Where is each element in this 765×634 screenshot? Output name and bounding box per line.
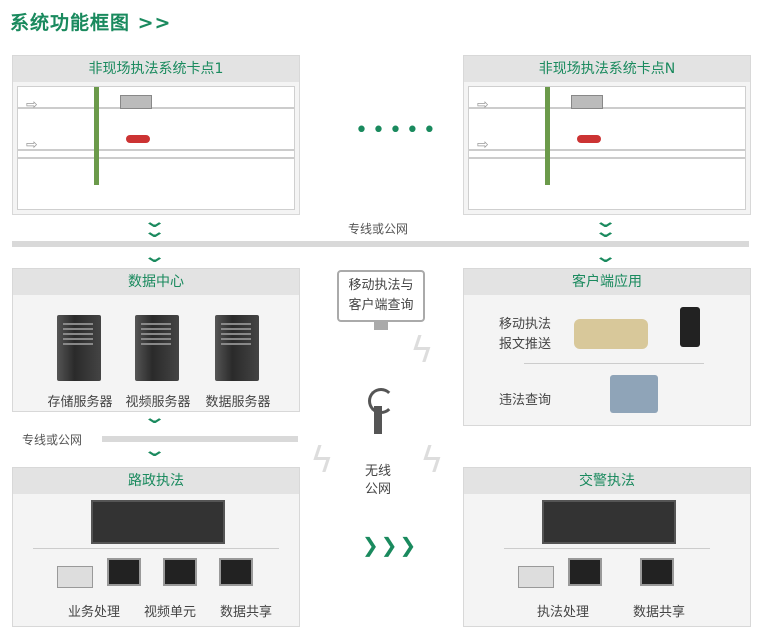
car-icon bbox=[577, 135, 601, 143]
road-line bbox=[469, 149, 745, 151]
computer-icon bbox=[568, 558, 602, 586]
road-admin-item: 视频单元 bbox=[143, 605, 196, 620]
arrow-icon: ⇨ bbox=[477, 97, 489, 113]
chevron-down-icon: ⌄ bbox=[142, 407, 167, 428]
arrow-icon: ⇨ bbox=[26, 97, 38, 113]
network-label-top: 专线或公网 bbox=[348, 222, 409, 236]
server-icon bbox=[215, 315, 259, 381]
green-divider bbox=[94, 87, 99, 185]
divider bbox=[524, 363, 704, 364]
network-label-left: 专线或公网 bbox=[22, 433, 83, 447]
computer-icon bbox=[163, 558, 197, 586]
arrow-icon: ⇨ bbox=[477, 137, 489, 153]
signal-bolt-icon: ϟ bbox=[410, 330, 434, 371]
flow-arrows: ❯❯❯ bbox=[362, 533, 419, 557]
checkpoint-n-panel: 非现场执法系统卡点N ⇨ ⇨ bbox=[463, 55, 751, 215]
server-label: 存储服务器 bbox=[47, 395, 113, 410]
wireless-line1: 无线 bbox=[364, 464, 391, 479]
operator-icon bbox=[610, 375, 658, 413]
police-car-icon bbox=[574, 319, 648, 349]
video-wall-icon bbox=[542, 500, 676, 544]
checkpoint-1-title: 非现场执法系统卡点1 bbox=[13, 56, 299, 82]
checkpoint-n-title: 非现场执法系统卡点N bbox=[464, 56, 750, 82]
wireless-line2: 公网 bbox=[364, 482, 391, 497]
truck-icon bbox=[571, 95, 603, 109]
signal-bolt-icon: ϟ bbox=[420, 440, 444, 481]
road-diagram: ⇨ ⇨ bbox=[468, 86, 746, 210]
traffic-police-item: 数据共享 bbox=[632, 605, 685, 620]
client-app-panel: 客户端应用 移动执法 报文推送 违法查询 bbox=[463, 268, 751, 426]
more-checkpoints-dots: ••••• bbox=[355, 118, 440, 143]
traffic-police-title: 交警执法 bbox=[464, 468, 750, 494]
client-app-title: 客户端应用 bbox=[464, 269, 750, 295]
road-admin-panel: 路政执法 业务处理 视频单元 数据共享 bbox=[12, 467, 300, 627]
signal-bolt-icon: ϟ bbox=[310, 440, 334, 481]
divider bbox=[504, 548, 710, 549]
page-title: 系统功能框图 >> bbox=[10, 12, 172, 34]
server-label: 数据服务器 bbox=[205, 395, 271, 410]
road-line bbox=[18, 157, 294, 159]
mobile-query-box: 移动执法与 客户端查询 bbox=[337, 270, 425, 322]
road-line bbox=[18, 149, 294, 151]
checkpoint-1-panel: 非现场执法系统卡点1 ⇨ ⇨ bbox=[12, 55, 300, 215]
truck-icon bbox=[120, 95, 152, 109]
road-line bbox=[18, 107, 294, 109]
road-admin-title: 路政执法 bbox=[13, 468, 299, 494]
green-divider bbox=[545, 87, 550, 185]
chevron-down-icon: ⌄ bbox=[142, 440, 167, 461]
chevron-down-icon: ⌄⌄ bbox=[593, 211, 618, 242]
server-icon bbox=[135, 315, 179, 381]
video-wall-icon bbox=[91, 500, 225, 544]
wireless-tower-icon bbox=[364, 388, 394, 436]
road-line bbox=[469, 107, 745, 109]
network-bar-left bbox=[102, 436, 298, 442]
traffic-police-item: 执法处理 bbox=[536, 605, 589, 620]
traffic-police-panel: 交警执法 执法处理 数据共享 bbox=[463, 467, 751, 627]
data-center-title: 数据中心 bbox=[13, 269, 299, 295]
mobile-query-line1: 移动执法与 bbox=[348, 278, 414, 293]
car-icon bbox=[126, 135, 150, 143]
road-line bbox=[469, 157, 745, 159]
client-app-row1-line1: 移动执法 bbox=[498, 317, 551, 332]
printer-icon bbox=[57, 566, 93, 588]
phone-icon bbox=[680, 307, 700, 347]
server-icon bbox=[57, 315, 101, 381]
chevron-down-icon: ⌄⌄ bbox=[142, 211, 167, 242]
monitor-stand bbox=[374, 322, 388, 330]
divider bbox=[33, 548, 279, 549]
chevron-down-icon: ⌄ bbox=[142, 246, 167, 267]
arrow-icon: ⇨ bbox=[26, 137, 38, 153]
network-bar bbox=[12, 241, 749, 247]
printer-icon bbox=[518, 566, 554, 588]
computer-icon bbox=[640, 558, 674, 586]
mobile-query-line2: 客户端查询 bbox=[348, 298, 414, 313]
road-admin-item: 数据共享 bbox=[219, 605, 272, 620]
client-app-row1-line2: 报文推送 bbox=[498, 337, 551, 352]
road-diagram: ⇨ ⇨ bbox=[17, 86, 295, 210]
server-label: 视频服务器 bbox=[125, 395, 191, 410]
client-app-row2: 违法查询 bbox=[498, 393, 551, 408]
data-center-panel: 数据中心 存储服务器 视频服务器 数据服务器 bbox=[12, 268, 300, 412]
road-admin-item: 业务处理 bbox=[67, 605, 120, 620]
chevron-down-icon: ⌄ bbox=[593, 246, 618, 267]
computer-icon bbox=[219, 558, 253, 586]
computer-icon bbox=[107, 558, 141, 586]
